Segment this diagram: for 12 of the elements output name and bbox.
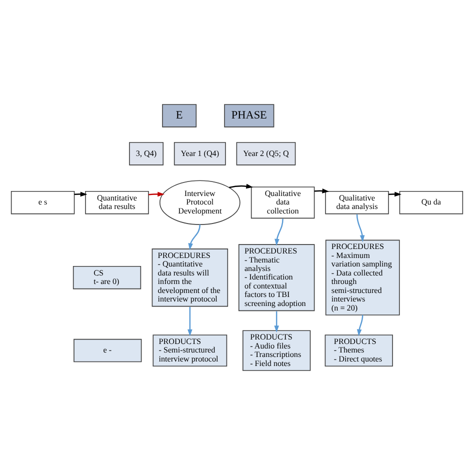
arrow <box>148 191 164 196</box>
node-box: PHASE <box>224 104 274 127</box>
arrow <box>74 191 88 196</box>
arrow <box>188 224 201 250</box>
arrow <box>356 314 364 336</box>
arrow <box>188 306 192 336</box>
arrow <box>356 214 365 242</box>
node-box: E <box>162 104 197 127</box>
arrow <box>274 310 279 332</box>
arrow <box>388 191 402 196</box>
arrow <box>229 183 254 188</box>
arrow <box>274 218 284 246</box>
